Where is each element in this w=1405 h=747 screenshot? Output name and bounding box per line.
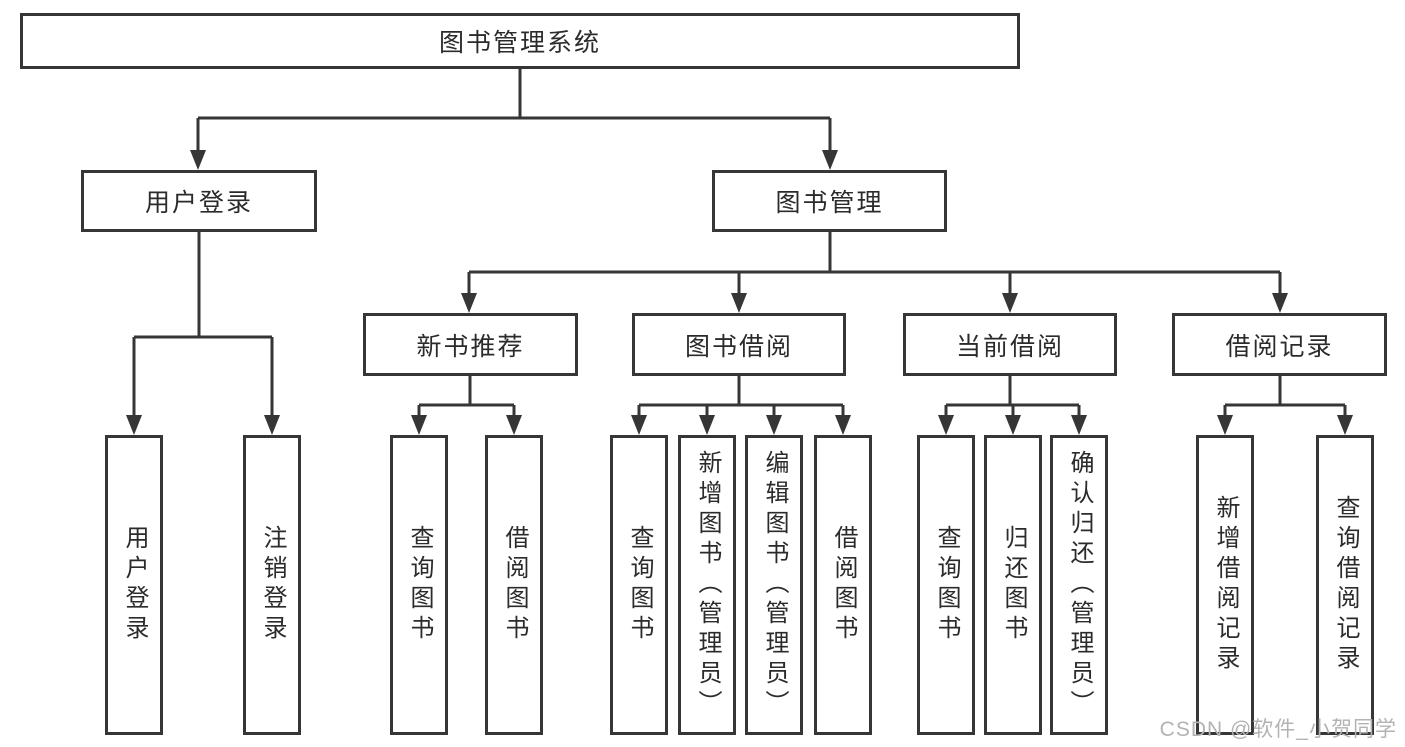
node-user-login: 用户登录 [81,170,317,232]
node-label: 用户登录 [144,189,253,217]
leaf-label: 查询图书 [933,525,960,645]
leaf-return-books: 归还图书 [984,435,1042,735]
node-label: 图书借阅 [684,332,793,361]
node-label: 当前借阅 [955,332,1064,361]
node-label: 新书推荐 [416,332,525,361]
node-borrowing-records: 借阅记录 [1172,313,1387,376]
leaf-label: 注销登录 [259,525,286,645]
leaf-label: 查询图书 [406,525,433,645]
leaf-label: 归还图书 [1000,525,1027,645]
leaf-label: 确认归还（管理员） [1066,450,1093,720]
leaf-current-query-books: 查询图书 [917,435,975,735]
node-book-management: 图书管理 [712,170,947,232]
leaf-label: 借阅图书 [501,525,528,645]
leaf-recommend-borrow-books: 借阅图书 [485,435,543,735]
leaf-query-borrow-record: 查询借阅记录 [1316,435,1374,735]
node-book-borrowing: 图书借阅 [632,313,846,376]
leaf-label: 查询借阅记录 [1332,495,1359,675]
node-label: 图书管理 [775,189,884,217]
leaf-logout: 注销登录 [243,435,301,735]
leaf-label: 借阅图书 [830,525,857,645]
leaf-add-borrow-record: 新增借阅记录 [1196,435,1254,735]
node-library-management-system: 图书管理系统 [20,13,1020,69]
leaf-label: 用户登录 [121,525,148,645]
csdn-watermark: CSDN @软件_小贺同学 [1159,718,1397,741]
leaf-recommend-query-books: 查询图书 [390,435,448,735]
leaf-add-books-admin: 新增图书（管理员） [678,435,736,735]
leaf-label: 编辑图书（管理员） [761,450,788,720]
node-label: 图书管理系统 [438,29,601,57]
leaf-borrow-query-books: 查询图书 [610,435,668,735]
leaf-edit-books-admin: 编辑图书（管理员） [745,435,803,735]
leaf-label: 新增图书（管理员） [694,450,721,720]
leaf-user-login: 用户登录 [105,435,163,735]
leaf-borrow-books: 借阅图书 [814,435,872,735]
node-label: 借阅记录 [1225,332,1334,361]
leaf-label: 查询图书 [626,525,653,645]
node-new-book-recommendation: 新书推荐 [363,313,578,376]
node-current-borrowing: 当前借阅 [903,313,1117,376]
leaf-confirm-return-admin: 确认归还（管理员） [1050,435,1108,735]
leaf-label: 新增借阅记录 [1212,495,1239,675]
